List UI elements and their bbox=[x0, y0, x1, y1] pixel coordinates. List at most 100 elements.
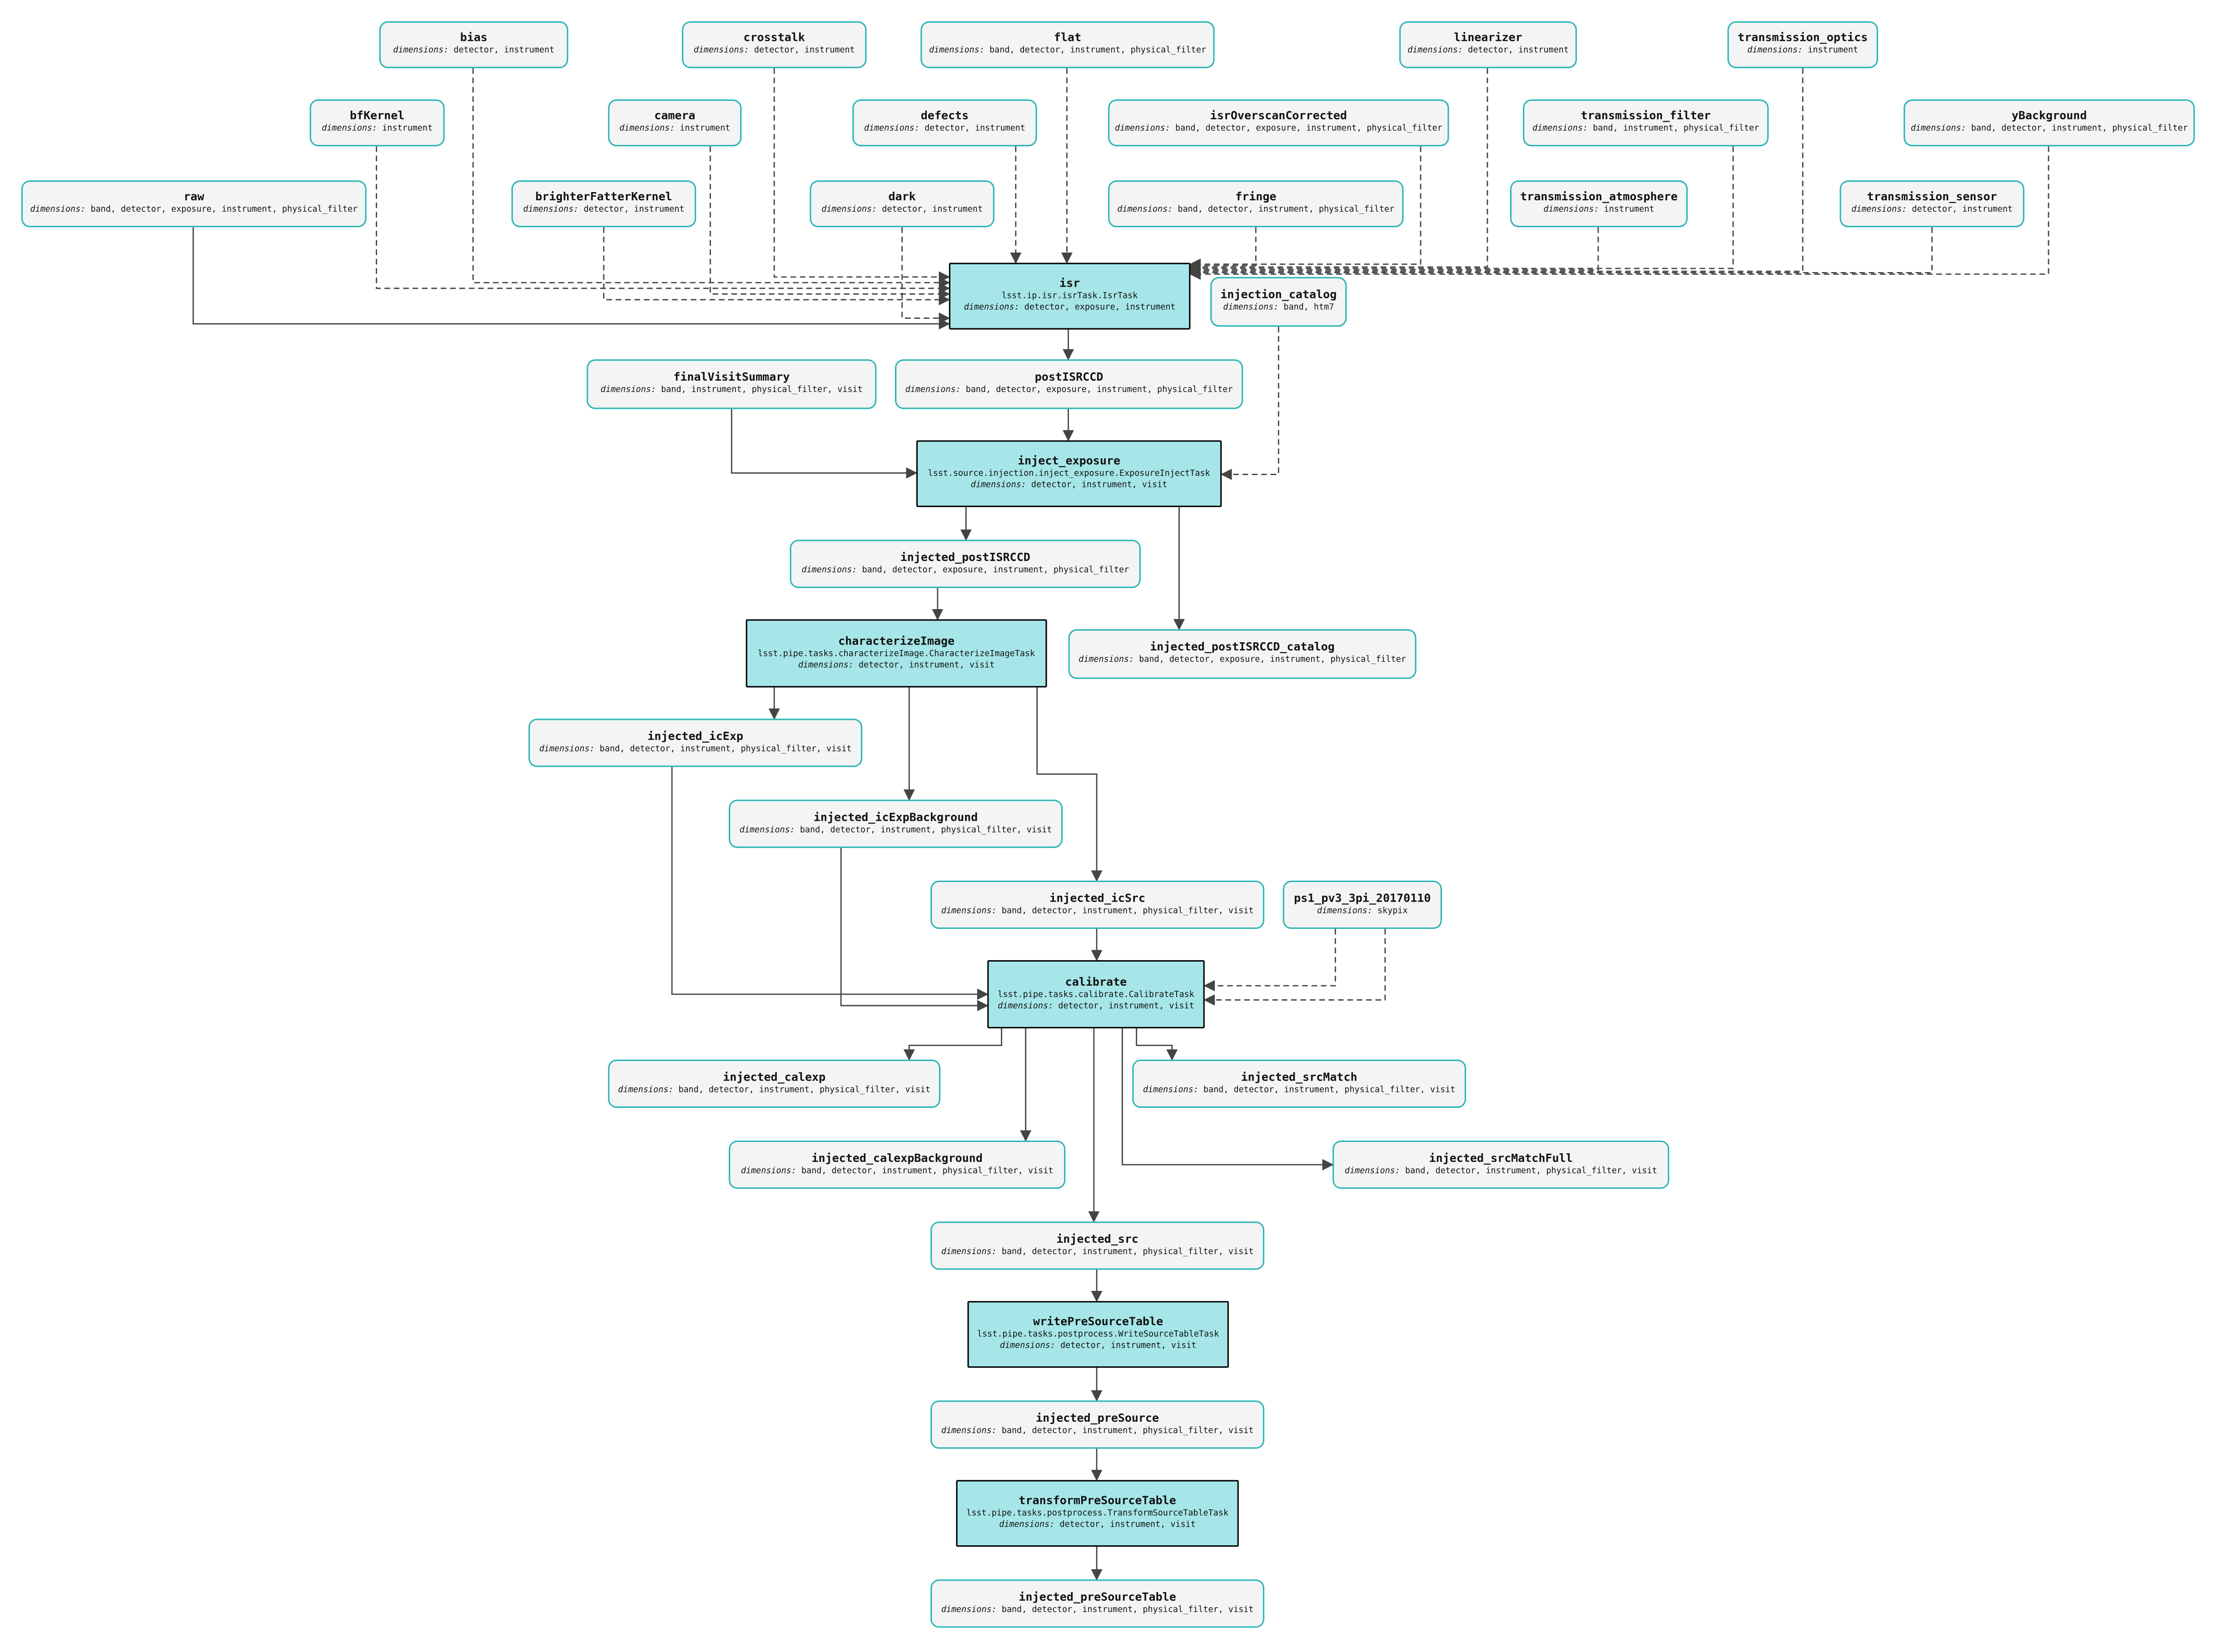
dimensions-value: band, detector, exposure, instrument, ph… bbox=[1139, 656, 1406, 665]
dimensions-label: dimensions: bbox=[618, 1086, 674, 1095]
edge-camera-isr bbox=[710, 146, 950, 300]
dimensions-value: band, htm7 bbox=[1283, 304, 1334, 313]
dimensions-value: detector, instrument, visit bbox=[1060, 1343, 1197, 1351]
node-dimensions: dimensions: detector, instrument, visit bbox=[798, 662, 995, 671]
node-dimensions: dimensions: band, detector, instrument, … bbox=[941, 1427, 1254, 1436]
dimensions-label: dimensions: bbox=[1747, 47, 1803, 56]
node-dimensions: dimensions: band, detector, instrument, … bbox=[618, 1086, 930, 1096]
dimensions-label: dimensions: bbox=[1143, 1086, 1198, 1095]
dimensions-label: dimensions: bbox=[739, 826, 795, 835]
dimensions-label: dimensions: bbox=[941, 1248, 997, 1257]
dimensions-value: band, detector, exposure, instrument, ph… bbox=[1175, 125, 1442, 134]
edge-linearizer-isr bbox=[1189, 68, 1488, 273]
edge-dark-isr bbox=[901, 227, 950, 324]
dimensions-label: dimensions: bbox=[1407, 47, 1463, 56]
node-title: injected_preSourceTable bbox=[1019, 1590, 1176, 1603]
task-class-path: lsst.pipe.tasks.postprocess.TransformSou… bbox=[966, 1510, 1228, 1519]
dimensions-value: instrument bbox=[382, 125, 433, 134]
node-dimensions: dimensions: band, detector, instrument, … bbox=[941, 1606, 1254, 1615]
node-title: transformPreSourceTable bbox=[1019, 1494, 1176, 1508]
dimensions-value: band, instrument, physical_filter, visit bbox=[661, 387, 863, 396]
edge-transmission_sensor-isr bbox=[1189, 227, 1933, 278]
dimensions-label: dimensions: bbox=[864, 125, 920, 134]
dimensions-label: dimensions: bbox=[693, 47, 749, 56]
node-dimensions: dimensions: band, detector, instrument, … bbox=[1143, 1086, 1456, 1096]
dimensions-label: dimensions: bbox=[1117, 206, 1173, 215]
edge-calibrate-injected_srcMatchFull bbox=[1121, 1028, 1334, 1171]
dimensions-value: band, detector, instrument, physical_fil… bbox=[1405, 1167, 1657, 1176]
dataset-node-injected_preSourceTable: injected_preSourceTable dimensions: band,… bbox=[930, 1579, 1265, 1628]
edge-isrOverscanCorrected-isr bbox=[1189, 146, 1422, 270]
node-title: inject_exposure bbox=[1018, 454, 1121, 468]
dimensions-value: detector, instrument bbox=[882, 206, 983, 215]
dimensions-label: dimensions: bbox=[523, 206, 579, 215]
node-dimensions: dimensions: detector, instrument, visit bbox=[1000, 1343, 1197, 1352]
dimensions-value: band, detector, exposure, instrument, ph… bbox=[90, 206, 358, 215]
node-dimensions: dimensions: detector, instrument bbox=[821, 207, 983, 216]
dimensions-label: dimensions: bbox=[999, 1343, 1055, 1351]
dimensions-value: band, detector, instrument, physical_fil… bbox=[801, 1167, 1054, 1176]
node-title: ps1_pv3_3pi_20170110 bbox=[1294, 891, 1431, 904]
node-title: brighterFatterKernel bbox=[535, 190, 672, 203]
task-class-path: lsst.pipe.tasks.postprocess.WriteSourceT… bbox=[977, 1331, 1219, 1340]
node-title: yBackground bbox=[2011, 109, 2087, 123]
dimensions-label: dimensions: bbox=[1114, 125, 1170, 134]
edge-injected_icExpBackground-calibrate bbox=[840, 848, 989, 1012]
dimensions-label: dimensions: bbox=[801, 566, 857, 575]
node-dimensions: dimensions: band, detector, exposure, in… bbox=[1079, 657, 1406, 666]
node-title: bias bbox=[460, 31, 487, 45]
edge-finalVisitSummary-inject_exposure bbox=[731, 409, 918, 479]
node-dimensions: dimensions: detector, exposure, instrume… bbox=[964, 304, 1176, 313]
dimensions-value: detector, instrument, visit bbox=[1059, 1522, 1196, 1531]
node-dimensions: dimensions: instrument bbox=[619, 125, 730, 134]
node-dimensions: dimensions: detector, instrument, visit bbox=[971, 482, 1168, 491]
node-dimensions: dimensions: band, detector, exposure, in… bbox=[905, 387, 1233, 396]
edge-calibrate-injected_calexp bbox=[903, 1028, 1002, 1061]
dimensions-value: band, instrument, physical_filter bbox=[1593, 125, 1760, 134]
node-dimensions: dimensions: band, detector, instrument, … bbox=[741, 1167, 1054, 1176]
node-title: finalVisitSummary bbox=[673, 371, 790, 384]
node-dimensions: dimensions: band, instrument, physical_f… bbox=[1532, 125, 1759, 134]
node-dimensions: dimensions: detector, instrument bbox=[393, 47, 554, 56]
node-title: characterizeImage bbox=[838, 634, 955, 647]
dimensions-value: detector, instrument bbox=[453, 47, 555, 56]
dimensions-label: dimensions: bbox=[539, 745, 595, 754]
dimensions-label: dimensions: bbox=[941, 1427, 997, 1436]
dimensions-value: instrument bbox=[1808, 47, 1859, 56]
dimensions-label: dimensions: bbox=[1344, 1167, 1400, 1176]
dimensions-value: detector, instrument, visit bbox=[1058, 1002, 1194, 1012]
dimensions-label: dimensions: bbox=[30, 206, 86, 215]
edge-yBackground-isr bbox=[1189, 146, 2049, 280]
dimensions-label: dimensions: bbox=[941, 1606, 997, 1615]
node-title: bfKernel bbox=[349, 109, 405, 123]
node-title: transmission_atmosphere bbox=[1520, 190, 1678, 203]
node-title: injection_catalog bbox=[1220, 288, 1337, 302]
node-title: linearizer bbox=[1454, 31, 1522, 45]
task-class-path: lsst.pipe.tasks.characterizeImage.Charac… bbox=[758, 650, 1035, 659]
edge-transmission_atmosphere-isr bbox=[1189, 227, 1599, 276]
node-dimensions: dimensions: instrument bbox=[1747, 47, 1858, 56]
node-dimensions: dimensions: band, detector, exposure, in… bbox=[30, 207, 358, 216]
node-dimensions: dimensions: detector, instrument bbox=[1851, 207, 2013, 216]
dimensions-label: dimensions: bbox=[741, 1167, 796, 1176]
